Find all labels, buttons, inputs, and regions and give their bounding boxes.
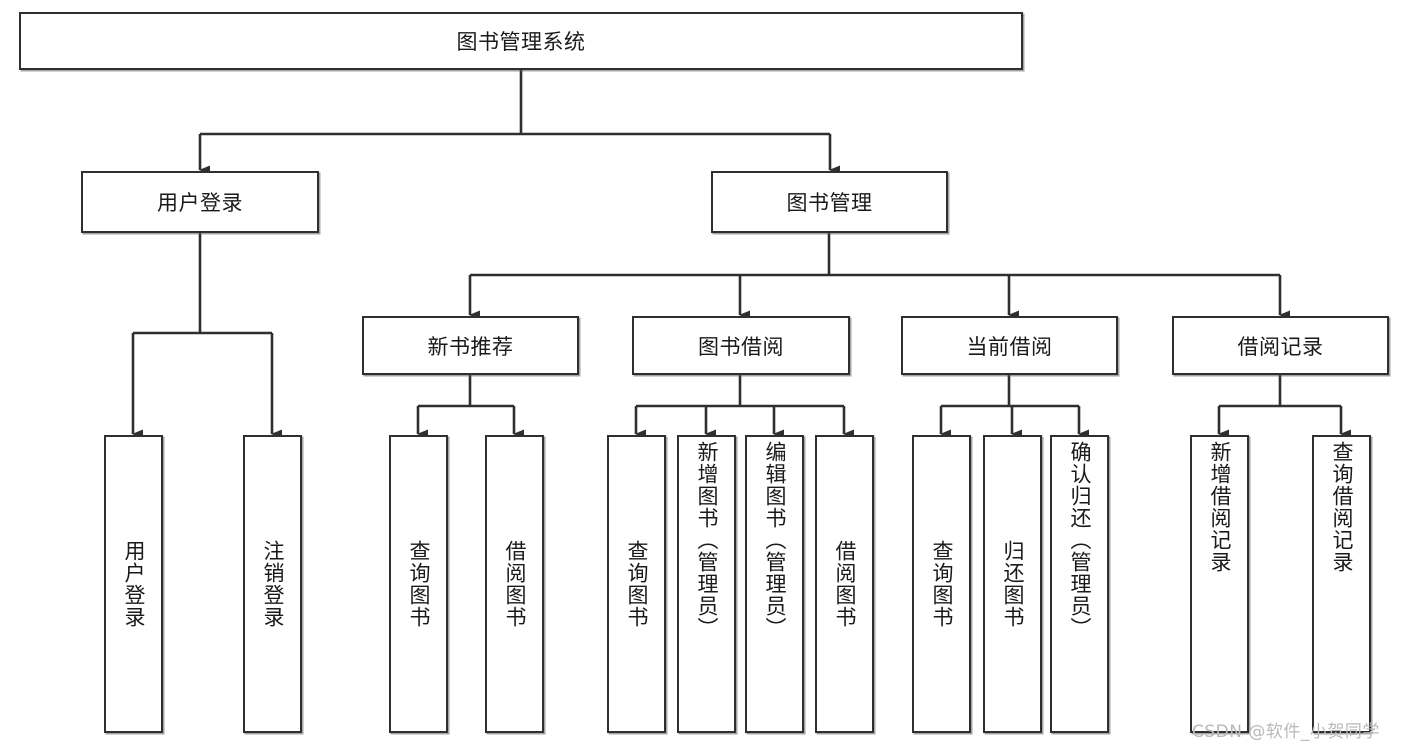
node-label: 确认归还（管理员） [1068,441,1092,639]
leaf-node-新增借阅记录-11[interactable]: 新增借阅记录 [1190,435,1249,733]
node-label: 用户登录 [157,191,243,215]
root-node-图书管理系统-0[interactable]: 图书管理系统 [19,12,1023,70]
leaf-node-查询借阅记录-12[interactable]: 查询借阅记录 [1312,435,1371,733]
level2-node-借阅记录-3[interactable]: 借阅记录 [1172,316,1389,375]
node-label: 借阅图书 [503,540,527,628]
leaf-node-查询图书-4[interactable]: 查询图书 [607,435,666,733]
connector-from-用户登录 [131,233,282,439]
node-label: 查询图书 [407,540,431,628]
node-label: 借阅图书 [833,540,857,628]
connector-from-图书管理系统 [198,70,840,175]
connector-from-借阅记录 [1217,375,1351,439]
connector-from-当前借阅 [939,375,1089,439]
node-label: 用户登录 [122,540,146,628]
leaf-node-借阅图书-3[interactable]: 借阅图书 [485,435,544,733]
connector-from-图书管理 [468,233,1290,320]
level2-node-当前借阅-2[interactable]: 当前借阅 [901,316,1118,375]
node-label: 查询图书 [930,540,954,628]
node-label: 查询图书 [625,540,649,628]
node-label: 借阅记录 [1237,334,1324,359]
leaf-node-确认归还管理员-10[interactable]: 确认归还（管理员） [1050,435,1109,733]
leaf-node-编辑图书管理员-6[interactable]: 编辑图书（管理员） [745,435,804,733]
node-label: 新书推荐 [427,334,514,359]
node-label: 新增图书（管理员） [695,441,719,639]
node-label: 图书管理系统 [456,30,586,54]
node-label: 编辑图书（管理员） [763,441,787,639]
level2-node-新书推荐-0[interactable]: 新书推荐 [362,316,579,375]
level2-node-图书借阅-1[interactable]: 图书借阅 [632,316,850,375]
leaf-node-新增图书管理员-5[interactable]: 新增图书（管理员） [677,435,736,733]
leaf-node-查询图书-8[interactable]: 查询图书 [912,435,971,733]
node-label: 注销登录 [261,540,285,628]
node-label: 查询借阅记录 [1330,441,1354,573]
node-label: 图书管理 [786,191,873,215]
level1-node-图书管理-1[interactable]: 图书管理 [711,171,948,233]
csdn-watermark: CSDN @软件_小贺同学 [1192,722,1380,742]
leaf-node-借阅图书-7[interactable]: 借阅图书 [815,435,874,733]
connector-from-图书借阅 [634,375,854,439]
node-label: 当前借阅 [966,334,1053,359]
node-label: 图书借阅 [698,334,784,359]
leaf-node-查询图书-2[interactable]: 查询图书 [389,435,448,733]
leaf-node-归还图书-9[interactable]: 归还图书 [983,435,1042,733]
leaf-node-用户登录-0[interactable]: 用户登录 [104,435,163,733]
node-label: 归还图书 [1001,540,1025,628]
connector-from-新书推荐 [416,375,524,439]
node-label: 新增借阅记录 [1208,441,1232,573]
level1-node-用户登录-0[interactable]: 用户登录 [81,171,319,233]
leaf-node-注销登录-1[interactable]: 注销登录 [243,435,302,733]
